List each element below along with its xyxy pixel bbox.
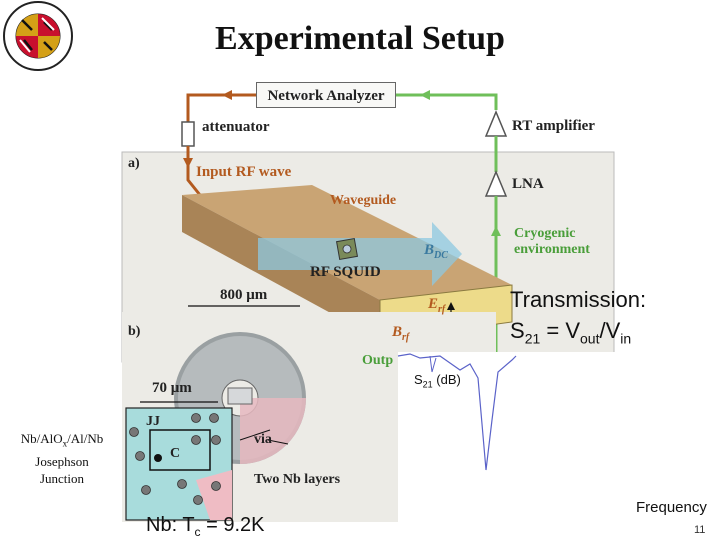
attenuator-label: attenuator — [202, 119, 270, 135]
slide-title: Experimental Setup — [215, 20, 505, 57]
c-label: C — [170, 446, 181, 461]
rf-squid-label: RF SQUID — [310, 264, 381, 280]
panel-a-label: a) — [128, 156, 140, 171]
erf-label: Erf — [428, 296, 446, 315]
input-line — [186, 93, 256, 122]
via-label: via — [254, 432, 272, 447]
bdc-arrow-icon — [258, 222, 462, 286]
size-800-label: 800 μm — [220, 287, 268, 303]
transmission-label: Transmission: — [510, 287, 647, 312]
nb-tc-label: Nb: Tc = 9.2K — [146, 514, 265, 539]
size-70-label: 70 μm — [152, 380, 192, 396]
plot-xlabel: Frequency — [636, 499, 707, 516]
two-nb-layers-label: Two Nb layers — [254, 472, 341, 487]
rt-amplifier-label: RT amplifier — [512, 118, 595, 134]
s21-trace — [397, 353, 517, 471]
plot-area — [398, 352, 616, 530]
bdc-label: BDC — [424, 242, 448, 261]
input-rf-label: Input RF wave — [196, 164, 292, 180]
university-seal-logo — [2, 0, 74, 72]
panel-b-label: b) — [128, 324, 141, 339]
network-analyzer-box: Network Analyzer — [256, 82, 396, 108]
amplifier-triangle-icon — [484, 110, 508, 137]
waveguide-label: Waveguide — [330, 193, 397, 208]
jj-label: JJ — [146, 414, 160, 429]
output-label: Outp — [362, 353, 394, 368]
arrow-icon — [222, 90, 232, 100]
brf-label: Brf — [392, 324, 410, 343]
page-number: 11 — [694, 524, 706, 536]
junction-description: Nb/AlOx/Al/Nb Josephson Junction — [20, 431, 104, 486]
attenuator-icon — [181, 121, 195, 147]
lna-label: LNA — [512, 176, 544, 192]
plot-ylabel: S21 (dB) — [414, 372, 461, 390]
s21-equation: S21 = Vout/Vin — [510, 318, 632, 347]
